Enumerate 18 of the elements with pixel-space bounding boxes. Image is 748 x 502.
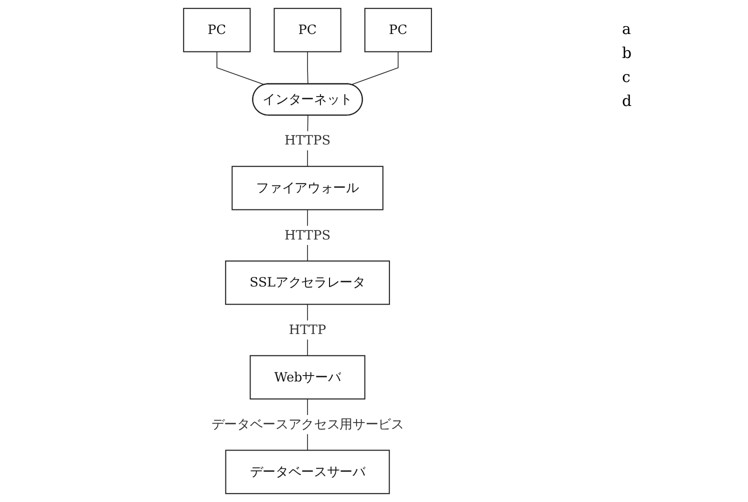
edge-label: データベースアクセス用サービス bbox=[212, 416, 404, 432]
connection-label: d bbox=[622, 92, 633, 110]
edge-label: HTTPS bbox=[285, 227, 331, 243]
node-box: SSLアクセラレータ bbox=[226, 260, 390, 305]
connector bbox=[308, 51, 309, 85]
connection-label: a bbox=[622, 20, 632, 38]
node-box: データベースサーバ bbox=[226, 450, 390, 494]
node-box: PC bbox=[364, 8, 432, 52]
connection-label: c bbox=[622, 68, 632, 86]
connection-label: b bbox=[622, 44, 633, 62]
node-box: PC bbox=[184, 8, 252, 52]
edge-label: HTTPS bbox=[285, 132, 331, 148]
node-box: ファイアウォール bbox=[232, 166, 384, 210]
connector bbox=[216, 51, 266, 86]
node-box: Webサーバ bbox=[250, 355, 366, 400]
connector bbox=[351, 51, 400, 86]
node-box: PC bbox=[274, 8, 342, 52]
edge-label: HTTP bbox=[289, 322, 327, 338]
